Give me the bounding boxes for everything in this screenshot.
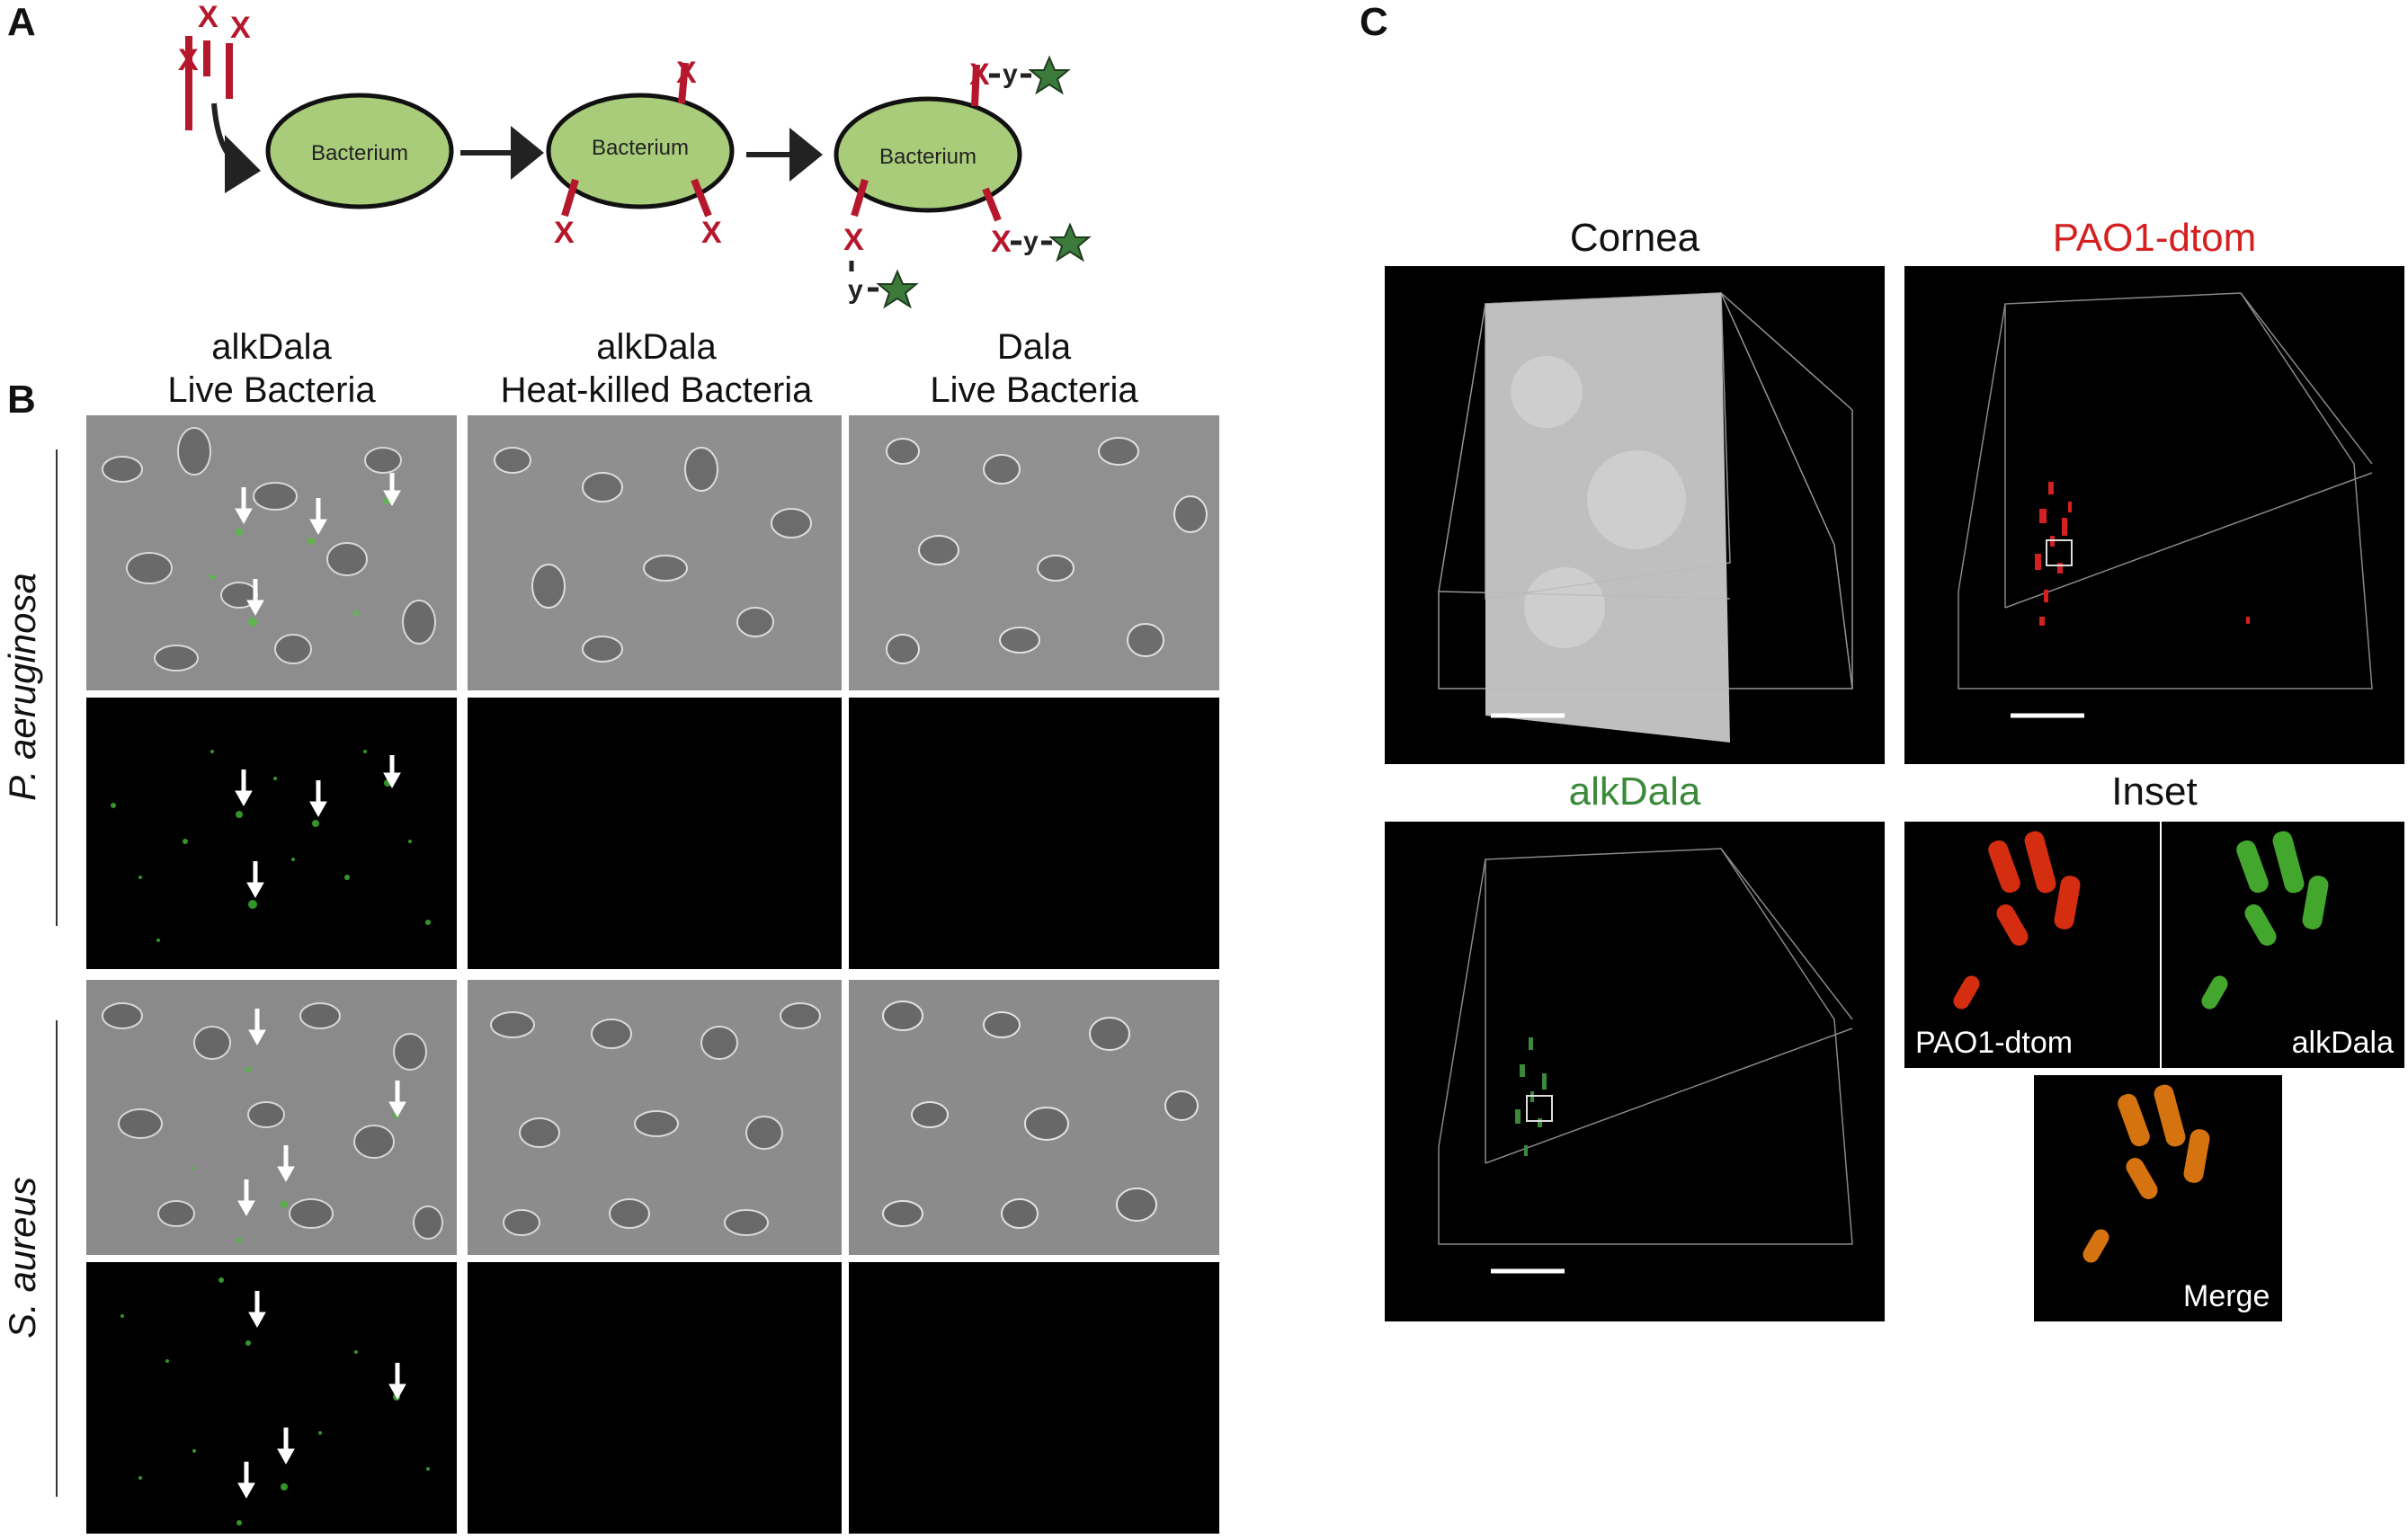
arrow-down-icon [388, 1101, 406, 1118]
column-header-line1: Dala [996, 327, 1072, 367]
column-header-line2: Live Bacteria [167, 370, 376, 410]
micrograph-phase-dala-live [849, 980, 1219, 1255]
linker-y-mark: y [1023, 227, 1039, 256]
probe-x-mark: X [230, 11, 251, 45]
linker-y-mark: y [848, 275, 863, 305]
micrograph-phase-alkdala-live [86, 415, 457, 690]
micrograph-fluor-alkdala-live [86, 698, 457, 969]
micrograph-phase-dala-live [849, 415, 1219, 690]
bacterium-label: Bacterium [592, 136, 689, 160]
arrow-down-icon [248, 1312, 266, 1329]
bacterium-cell [834, 96, 1022, 213]
probe-x-mark: X [198, 0, 219, 34]
bacterium-cell [265, 93, 454, 209]
inset-alkdala-label: alkDala [2291, 1026, 2394, 1060]
fluorophore-star-icon [1028, 55, 1071, 95]
arrow-down-icon [388, 1383, 406, 1401]
inset-merge-label: Merge [2183, 1279, 2270, 1313]
inset-alkdala-image: alkDala [2162, 822, 2404, 1068]
linker-y-mark: y [1003, 59, 1018, 89]
column-header-line2: Heat-killed Bacteria [500, 370, 813, 410]
micrograph-fluor-alkdala-heat-killed [468, 1262, 842, 1534]
arrow-right-icon [789, 128, 823, 182]
bacterium-cell [546, 93, 735, 209]
inset-pao1-label: PAO1-dtom [1915, 1026, 2074, 1060]
arrow-down-icon [309, 801, 327, 818]
micrograph-fluor-dala-live [849, 1262, 1219, 1534]
panel-a-schematic: X X X Bacterium Bacterium X X X Bacteriu… [178, 0, 1092, 309]
arrow-down-icon [237, 1200, 255, 1217]
row-divider-line [56, 1020, 58, 1497]
column-header: Dala Live Bacteria [849, 325, 1219, 412]
micrograph-phase-alkdala-heat-killed [468, 415, 842, 690]
probe-x-mark: X [701, 216, 722, 250]
alkdala-title: alkDala [1568, 770, 1701, 814]
micrograph-phase-alkdala-live [86, 980, 457, 1255]
probe-x-mark: X [554, 216, 575, 250]
arrow-down-icon [383, 772, 401, 789]
pao1-title: PAO1-dtom [2052, 216, 2257, 260]
row-label-p-aeruginosa: P. aeruginosa [1, 573, 43, 801]
arrow-head-icon [225, 135, 261, 193]
probe-x-mark: X [843, 223, 864, 257]
micrograph-fluor-alkdala-live [86, 1262, 457, 1534]
probe-x-mark: X [991, 225, 1012, 259]
column-header-line1: alkDala [596, 327, 717, 367]
cornea-title: Cornea [1569, 216, 1700, 260]
arrow-down-icon [235, 508, 253, 525]
arrow-down-icon [237, 1482, 255, 1499]
inset-pao1-image: PAO1-dtom [1904, 822, 2160, 1068]
micrograph-fluor-dala-live [849, 698, 1219, 969]
inset-merge-image: Merge [2034, 1075, 2282, 1321]
inset-title: Inset [2111, 770, 2198, 814]
fluorophore-star-icon [1048, 222, 1092, 262]
column-header: alkDala Heat-killed Bacteria [451, 325, 861, 412]
arrow-down-icon [246, 600, 264, 617]
arrow-down-icon [277, 1166, 295, 1183]
panel-b-letter: B [7, 378, 36, 422]
arrow-down-icon [383, 490, 401, 507]
micrograph-phase-alkdala-heat-killed [468, 980, 842, 1255]
bacterium-label: Bacterium [879, 145, 977, 169]
probe-x-mark: X [178, 43, 199, 77]
pao1-3d-render [1904, 266, 2404, 764]
arrow-down-icon [246, 882, 264, 899]
column-header-line1: alkDala [211, 327, 332, 367]
row-label-s-aureus: S. aureus [1, 1177, 43, 1339]
row-divider-line [56, 449, 58, 926]
probe-x-mark: X [676, 56, 697, 90]
arrow-down-icon [309, 519, 327, 536]
alkdala-3d-render [1385, 822, 1885, 1321]
panel-c-letter: C [1360, 0, 1388, 44]
fluorophore-star-icon [876, 269, 919, 309]
micrograph-fluor-alkdala-heat-killed [468, 698, 842, 969]
arrow-down-icon [277, 1448, 295, 1465]
panel-a-letter: A [7, 0, 36, 44]
arrow-down-icon [248, 1029, 266, 1046]
arrow-down-icon [235, 790, 253, 807]
free-probes [185, 36, 210, 130]
probe-x-mark: X [969, 58, 990, 92]
column-header-line2: Live Bacteria [930, 370, 1138, 410]
bacterium-label: Bacterium [311, 141, 408, 165]
column-header: alkDala Live Bacteria [86, 325, 457, 412]
cornea-3d-render [1385, 266, 1885, 764]
arrow-right-icon [511, 126, 544, 180]
